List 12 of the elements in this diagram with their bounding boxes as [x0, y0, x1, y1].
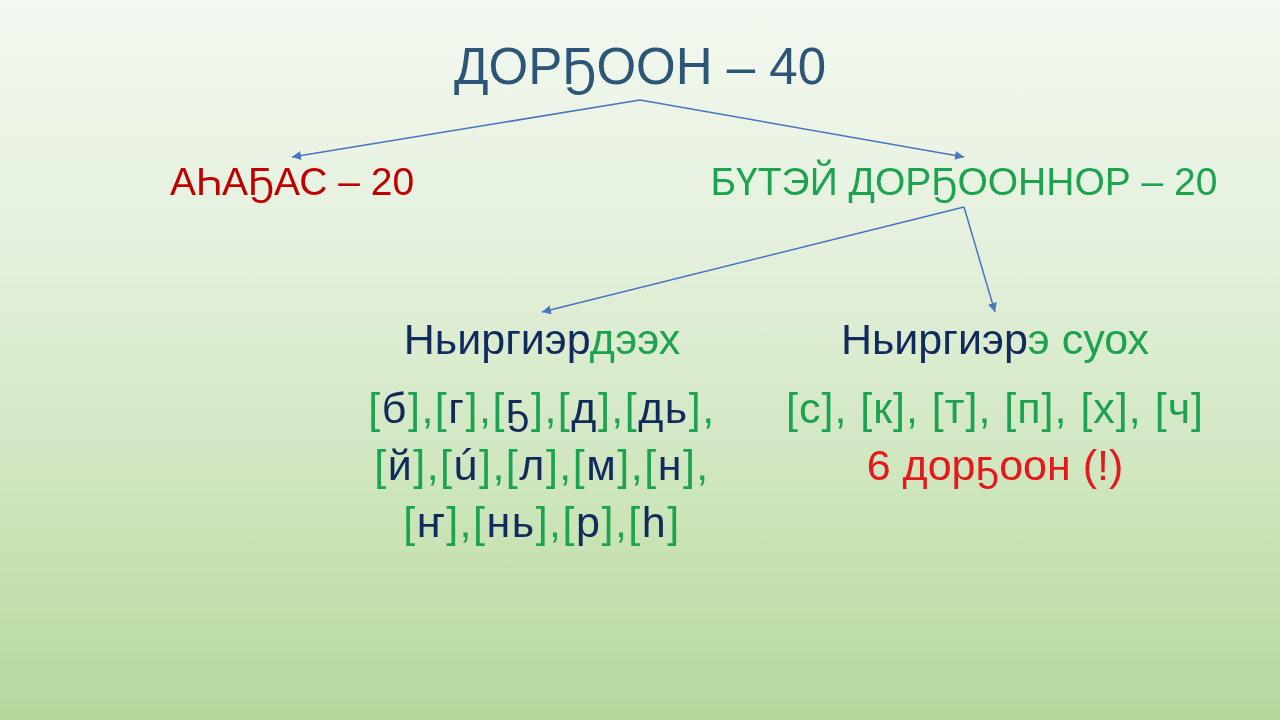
arrow [963, 206, 997, 313]
count-note: 6 дорҕоон (!) [865, 440, 1125, 491]
subcategory-heading: Ньиргиэрдээх [402, 314, 682, 365]
subcategory-heading: Ньиргиэрэ суох [839, 314, 1151, 365]
arrow [291, 99, 641, 160]
sound-list: [с], [к], [т], [п], [х], [ч] [786, 380, 1204, 437]
sound-list: [б],[г],[ҕ],[д],[дь], [й],[ú],[л],[м],[н], [ҥ],[нь],[р],[һ] [342, 380, 742, 551]
total-heading: ДОРҔООН – 40 [454, 34, 826, 100]
category-label: АҺАҔАС – 20 [169, 157, 415, 207]
category-label: БҮТЭЙ ДОРҔООННОР – 20 [710, 157, 1218, 207]
arrow [639, 99, 965, 160]
arrow [541, 206, 965, 315]
